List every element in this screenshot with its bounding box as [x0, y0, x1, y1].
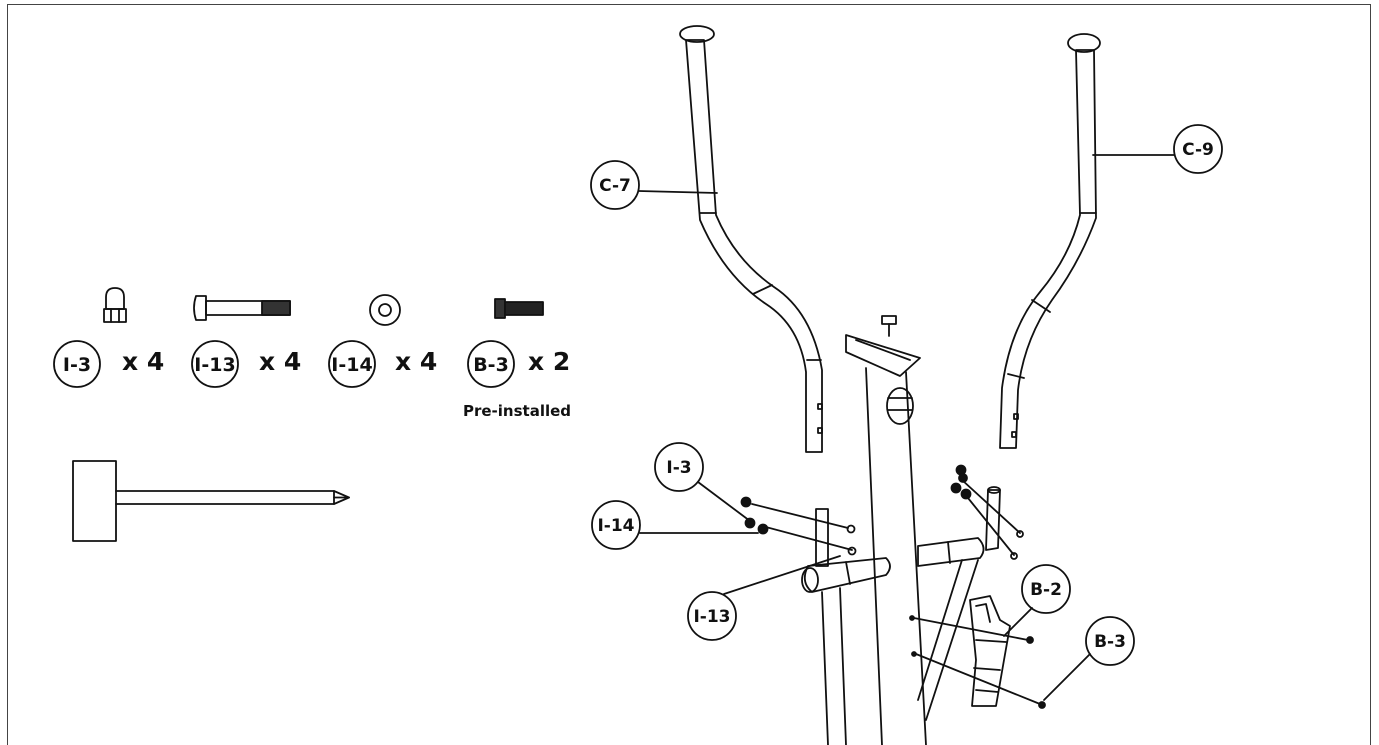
handlebar-left-c7: [679, 25, 823, 453]
part-qty-b3: x 2: [528, 347, 570, 376]
callout-circle-i13: [687, 591, 737, 641]
leader-i13: [723, 555, 841, 595]
callout-circle-c7: [590, 160, 640, 210]
bracket-b2: [969, 595, 1011, 707]
part-label-b3: B-3: [473, 354, 509, 376]
callout-b2: B-2: [1030, 580, 1062, 600]
callout-circle-b2: [1021, 564, 1071, 614]
callout-i3: I-3: [666, 458, 691, 478]
callout-c9: C-9: [1182, 140, 1214, 160]
leader-b2: [1003, 607, 1033, 637]
callout-i13: I-13: [693, 607, 730, 627]
part-qty-i13: x 4: [259, 347, 301, 376]
leader-i3: [697, 481, 751, 522]
main-mast: [845, 315, 927, 745]
callout-circle-i14: [591, 500, 641, 550]
bolts-left-group: [740, 496, 857, 556]
handlebar-right-c9: [999, 33, 1101, 449]
acorn-nut-icon: [103, 287, 127, 323]
leader-c7: [638, 190, 718, 194]
part-circle-b3: [467, 340, 515, 388]
screw-icon: [494, 298, 544, 319]
part-circle-i3: [53, 340, 101, 388]
pivot-arm-left: [801, 508, 891, 745]
part-qty-i3: x 4: [122, 347, 164, 376]
callout-circle-b3: [1085, 616, 1135, 666]
part-qty-i14: x 4: [395, 347, 437, 376]
part-label-i14: I-14: [331, 354, 372, 376]
pivot-arm-right: [917, 486, 1001, 721]
callout-circle-c9: [1173, 124, 1223, 174]
screwdriver-icon: [72, 460, 350, 542]
screws-b3: [909, 615, 1046, 709]
part-label-i3: I-3: [63, 354, 91, 376]
washer-icon: [369, 294, 401, 326]
part-circle-i14: [328, 340, 376, 388]
callout-c7: C-7: [599, 176, 631, 196]
callout-b3: B-3: [1094, 632, 1126, 652]
part-circle-i13: [191, 340, 239, 388]
callout-i14: I-14: [597, 516, 634, 536]
part-label-i13: I-13: [194, 354, 235, 376]
carriage-bolt-icon: [193, 295, 291, 321]
leader-b3: [1043, 653, 1091, 701]
part-note-b3: Pre-installed: [463, 402, 571, 420]
callout-circle-i3: [654, 442, 704, 492]
diagram-frame: [7, 4, 1371, 745]
bolts-right-group: [950, 464, 1024, 560]
